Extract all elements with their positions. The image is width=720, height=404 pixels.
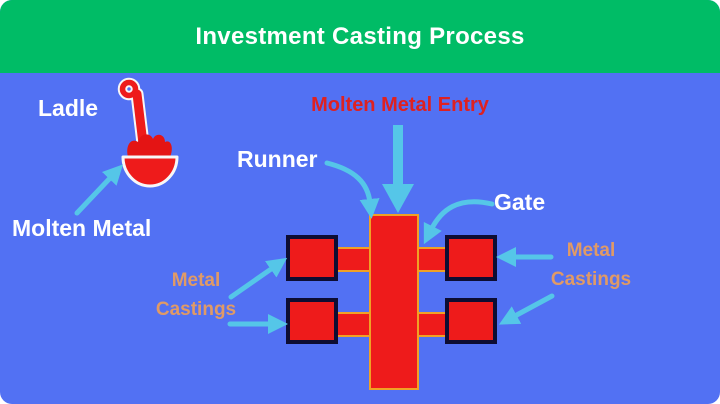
molten-metal-entry-label: Molten Metal Entry: [311, 94, 489, 116]
gate-arrow: [423, 199, 495, 245]
ladle-bowl: [121, 155, 179, 188]
metal-castings-right-label: Metal Castings: [550, 240, 632, 290]
metal-casting-top-right: [445, 235, 497, 281]
molten-metal-entry-arrow: [382, 125, 414, 213]
runner-sprue-column: [369, 214, 419, 390]
metal-castings-left-label: Metal Castings: [155, 270, 237, 320]
gate-label: Gate: [494, 189, 546, 215]
page-title: Investment Casting Process: [195, 22, 525, 50]
ladle-hook: [119, 79, 139, 99]
molten-metal-label: Molten Metal: [12, 215, 152, 241]
metal-casting-bottom-right: [445, 298, 497, 344]
runner-arrow: [324, 160, 380, 219]
metal-casting-top-left: [286, 235, 338, 281]
ladle-label: Ladle: [38, 95, 99, 121]
molten-metal-blob: [127, 134, 172, 157]
ladle-icon: [117, 77, 179, 188]
metal-casting-bottom-left: [286, 298, 338, 344]
title-bar: Investment Casting Process: [0, 0, 720, 73]
metal-castings-right-bottom-arrow: [498, 293, 555, 325]
runner-label: Runner: [237, 146, 318, 172]
